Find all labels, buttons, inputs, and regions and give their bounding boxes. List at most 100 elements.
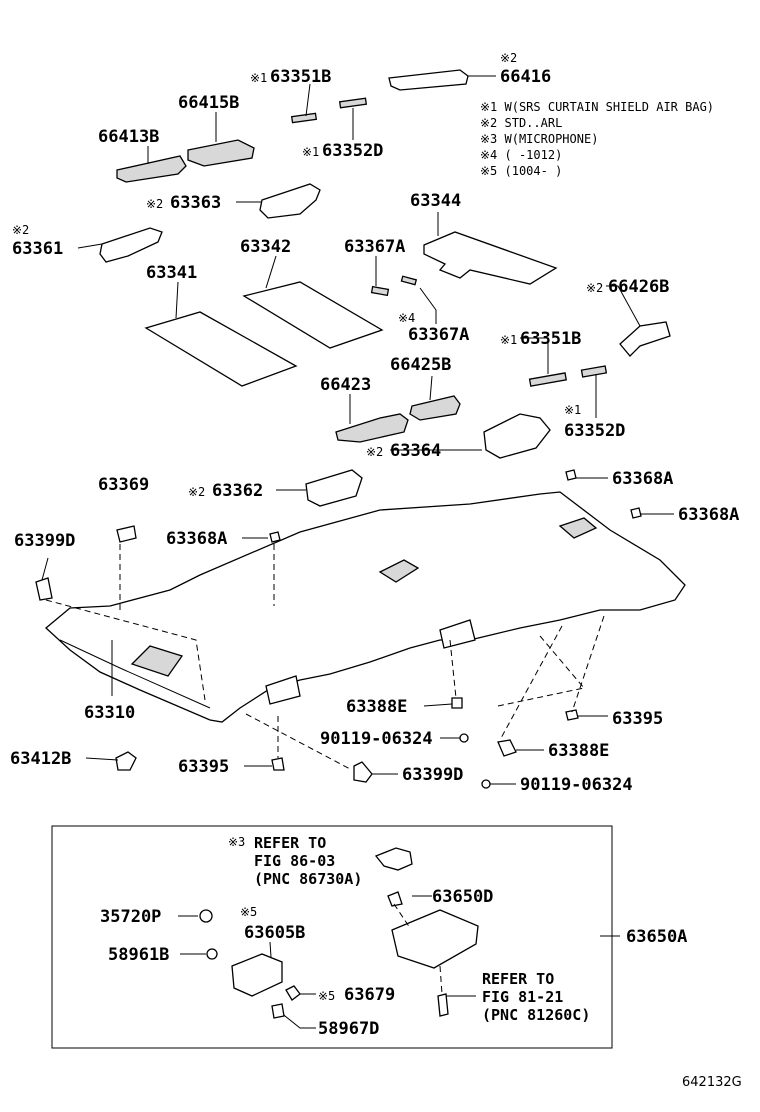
- callout-66426b: 66426B: [608, 277, 669, 297]
- note-4: ※4 ( -1012): [480, 148, 562, 162]
- part-63341: [144, 311, 298, 387]
- part-63361: [99, 227, 163, 263]
- figure-id: 642132G: [682, 1075, 742, 1090]
- part-63351b-mid: [528, 372, 568, 387]
- note-5: ※5 (1004- ): [480, 164, 562, 178]
- note-1: ※1 W(SRS CURTAIN SHIELD AIR BAG): [480, 100, 714, 114]
- part-66416: [388, 69, 469, 91]
- part-63368a-clip-2: [630, 507, 642, 519]
- callout-63352d-mid: 63352D: [564, 421, 625, 441]
- part-63388e-b: [497, 739, 517, 757]
- callout-58967d: 58967D: [318, 1019, 379, 1039]
- assembly-frame-63650a: ※3 REFER TO FIG 86-03 (PNC 86730A) 63650…: [51, 825, 613, 1049]
- headliner-front-edge: [59, 639, 211, 709]
- part-90119-screw-a: [459, 733, 469, 743]
- part-66426b: [619, 321, 671, 357]
- part-63352d-mid: [580, 365, 608, 378]
- part-63344: [423, 231, 558, 285]
- part-66413b: [116, 155, 187, 183]
- part-35720p: [199, 909, 213, 923]
- headliner-recess-1: [130, 645, 184, 677]
- ref1-line3: (PNC 86730A): [254, 870, 362, 888]
- headliner-handle-1: [439, 619, 476, 649]
- assembly-lines: [45, 544, 605, 771]
- callout-63605b-mark: ※5: [240, 905, 257, 919]
- callout-66415b: 66415B: [178, 93, 239, 113]
- part-63650d: [387, 891, 403, 907]
- callout-90119-a: 90119-06324: [320, 729, 433, 749]
- part-63679: [285, 985, 301, 1001]
- ref2-line1: REFER TO: [482, 970, 554, 988]
- headliner-recess-2: [378, 559, 420, 583]
- callout-63361-mark: ※2: [12, 223, 29, 237]
- callout-63368a-c: 63368A: [166, 529, 227, 549]
- callout-63351b-mid: 63351B: [520, 329, 581, 349]
- part-63399d-b: [353, 761, 373, 783]
- callout-63399d-b: 63399D: [402, 765, 463, 785]
- callout-63352d-mid-mark: ※1: [564, 403, 581, 417]
- part-63368a-clip-3: [269, 531, 281, 543]
- ref1-line1: REFER TO: [254, 834, 326, 852]
- callout-63352d-top-mark: ※1: [302, 145, 319, 159]
- callout-63363-mark: ※2: [146, 197, 163, 211]
- part-63352d-top: [338, 97, 368, 109]
- part-bulb: [437, 993, 449, 1017]
- callout-35720p: 35720P: [100, 907, 161, 927]
- part-90119-screw-b: [481, 779, 491, 789]
- callout-66423: 66423: [320, 375, 371, 395]
- callout-63368a-a: 63368A: [612, 469, 673, 489]
- headliner-handle-2: [265, 675, 301, 705]
- part-63388e-a: [451, 697, 463, 709]
- part-63362: [305, 469, 363, 507]
- notes-block: ※1 W(SRS CURTAIN SHIELD AIR BAG) ※2 STD.…: [480, 100, 714, 178]
- callout-63412b: 63412B: [10, 749, 71, 769]
- callout-58961b: 58961B: [108, 945, 169, 965]
- part-63605b: [231, 953, 283, 997]
- ref2-line2: FIG 81-21: [482, 988, 563, 1006]
- ref1-line2: FIG 86-03: [254, 852, 335, 870]
- part-63367a-b: [400, 275, 418, 286]
- ref2-line3: (PNC 81260C): [482, 1006, 590, 1024]
- callout-63388e-b: 63388E: [548, 741, 609, 761]
- callout-63363: 63363: [170, 193, 221, 213]
- part-63363: [259, 183, 321, 219]
- part-63412b: [115, 751, 137, 771]
- callout-63351b-top-mark: ※1: [250, 71, 267, 85]
- callout-63395-a: 63395: [612, 709, 663, 729]
- part-58961b: [206, 948, 218, 960]
- part-drawings: [35, 69, 686, 789]
- callouts: ※2 66416 ※1 63351B 66415B 66413B ※1 6335…: [10, 51, 739, 795]
- part-63310-headliner: [45, 491, 686, 723]
- part-63395-b: [271, 757, 285, 771]
- part-63342: [242, 281, 384, 349]
- callout-66425b: 66425B: [390, 355, 451, 375]
- callout-63369: 63369: [98, 475, 149, 495]
- part-63369: [116, 525, 137, 543]
- note-2: ※2 STD..ARL: [480, 116, 562, 130]
- part-microphone: [374, 847, 413, 871]
- ref1-mark: ※3: [228, 835, 245, 849]
- callout-63650d: 63650D: [432, 887, 493, 907]
- part-63368a-clip-1: [565, 469, 577, 481]
- part-66425b: [409, 395, 461, 421]
- callout-63367a-b-mark: ※4: [398, 311, 415, 325]
- callout-63362-mark: ※2: [188, 485, 205, 499]
- callout-63341: 63341: [146, 263, 197, 283]
- callout-63310: 63310: [84, 703, 135, 723]
- part-66423: [335, 413, 409, 443]
- callout-63361: 63361: [12, 239, 63, 259]
- callout-63679-mark: ※5: [318, 989, 335, 1003]
- part-63395-a: [565, 709, 579, 721]
- callout-66416-mark: ※2: [500, 51, 517, 65]
- callout-63344: 63344: [410, 191, 461, 211]
- callout-63368a-b: 63368A: [678, 505, 739, 525]
- callout-63367a-a: 63367A: [344, 237, 405, 257]
- callout-63351b-mid-mark: ※1: [500, 333, 517, 347]
- part-58967d: [271, 1003, 285, 1019]
- callout-63395-b: 63395: [178, 757, 229, 777]
- headliner-recess-3: [558, 517, 598, 539]
- callout-63388e-a: 63388E: [346, 697, 407, 717]
- callout-63352d-top: 63352D: [322, 141, 383, 161]
- callout-63362: 63362: [212, 481, 263, 501]
